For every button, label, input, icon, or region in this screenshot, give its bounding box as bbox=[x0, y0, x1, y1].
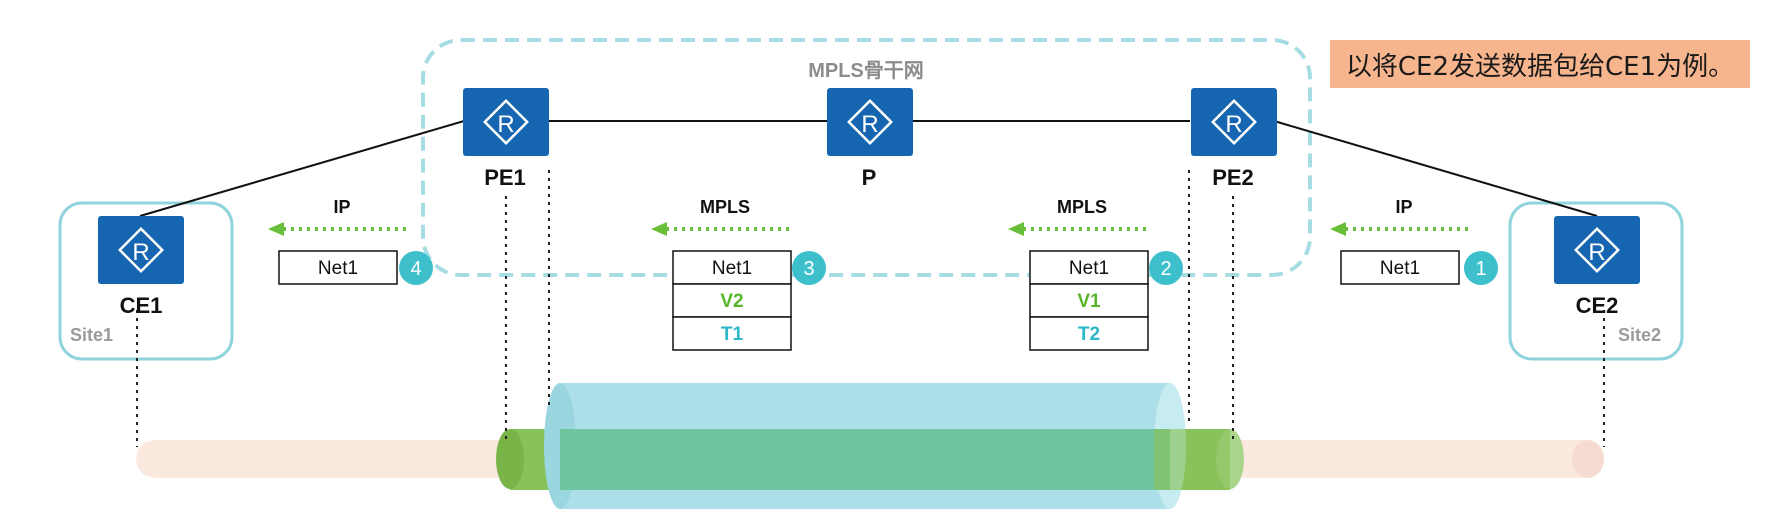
step-badge-1: 1 bbox=[1464, 251, 1498, 285]
site1-box bbox=[58, 201, 234, 361]
packet-field: Net1 bbox=[1380, 258, 1420, 279]
svg-text:1: 1 bbox=[1475, 258, 1486, 280]
label-pe2: PE2 bbox=[1212, 165, 1254, 190]
vertical-guides bbox=[136, 170, 1605, 447]
vpn-label: V2 bbox=[720, 291, 743, 312]
tunnel-label: T1 bbox=[721, 324, 744, 345]
site1-label: Site1 bbox=[70, 325, 113, 345]
svg-text:3: 3 bbox=[803, 258, 814, 280]
label-pe1: PE1 bbox=[484, 165, 526, 190]
stage2-protocol: MPLS bbox=[1057, 197, 1107, 217]
label-p: P bbox=[862, 165, 877, 190]
router-ce1[interactable]: R bbox=[98, 216, 184, 284]
site2-box bbox=[1508, 201, 1684, 361]
step-badge-4: 4 bbox=[399, 251, 433, 285]
packet-field: Net1 bbox=[1069, 258, 1109, 279]
stage3-protocol: MPLS bbox=[700, 197, 750, 217]
link-ce1-pe1 bbox=[139, 120, 465, 217]
svg-text:2: 2 bbox=[1160, 258, 1171, 280]
stage2-packet: Net1 V1 T2 bbox=[1029, 250, 1149, 351]
router-p[interactable]: R bbox=[827, 88, 913, 156]
example-note: 以将CE2发送数据包给CE1为例。 bbox=[1330, 40, 1750, 88]
router-pe1[interactable]: R bbox=[463, 88, 549, 156]
stage4-protocol: IP bbox=[333, 197, 350, 217]
step-badge-3: 3 bbox=[792, 251, 826, 285]
stage1-arrow bbox=[1330, 222, 1468, 236]
label-ce1: CE1 bbox=[120, 293, 163, 318]
label-ce2: CE2 bbox=[1576, 293, 1619, 318]
vpn-label: V1 bbox=[1077, 291, 1101, 312]
router-glyph: R bbox=[861, 111, 878, 138]
step-badge-2: 2 bbox=[1149, 251, 1183, 285]
backbone-label: MPLS骨干网 bbox=[808, 59, 924, 82]
mpls-backbone-region bbox=[421, 38, 1312, 277]
svg-text:4: 4 bbox=[410, 258, 421, 280]
router-ce2[interactable]: R bbox=[1554, 216, 1640, 284]
router-glyph: R bbox=[1588, 239, 1605, 266]
packet-field: Net1 bbox=[318, 258, 358, 279]
router-glyph: R bbox=[132, 239, 149, 266]
stage1-protocol: IP bbox=[1395, 197, 1412, 217]
vpn-blue-tunnel bbox=[544, 383, 1230, 509]
router-glyph: R bbox=[1225, 111, 1242, 138]
router-glyph: R bbox=[497, 111, 514, 138]
stage4-packet: Net1 bbox=[278, 250, 398, 285]
stage1-packet: Net1 bbox=[1340, 250, 1460, 285]
stage2-arrow bbox=[1008, 222, 1146, 236]
packet-field: Net1 bbox=[712, 258, 752, 279]
site2-label: Site2 bbox=[1618, 325, 1661, 345]
tunnel-label: T2 bbox=[1078, 324, 1100, 345]
stage3-arrow bbox=[651, 222, 789, 236]
stage3-packet: Net1 V2 T1 bbox=[672, 250, 792, 351]
router-pe2[interactable]: R bbox=[1191, 88, 1277, 156]
stage4-arrow bbox=[268, 222, 406, 236]
link-pe2-ce2 bbox=[1273, 120, 1598, 217]
